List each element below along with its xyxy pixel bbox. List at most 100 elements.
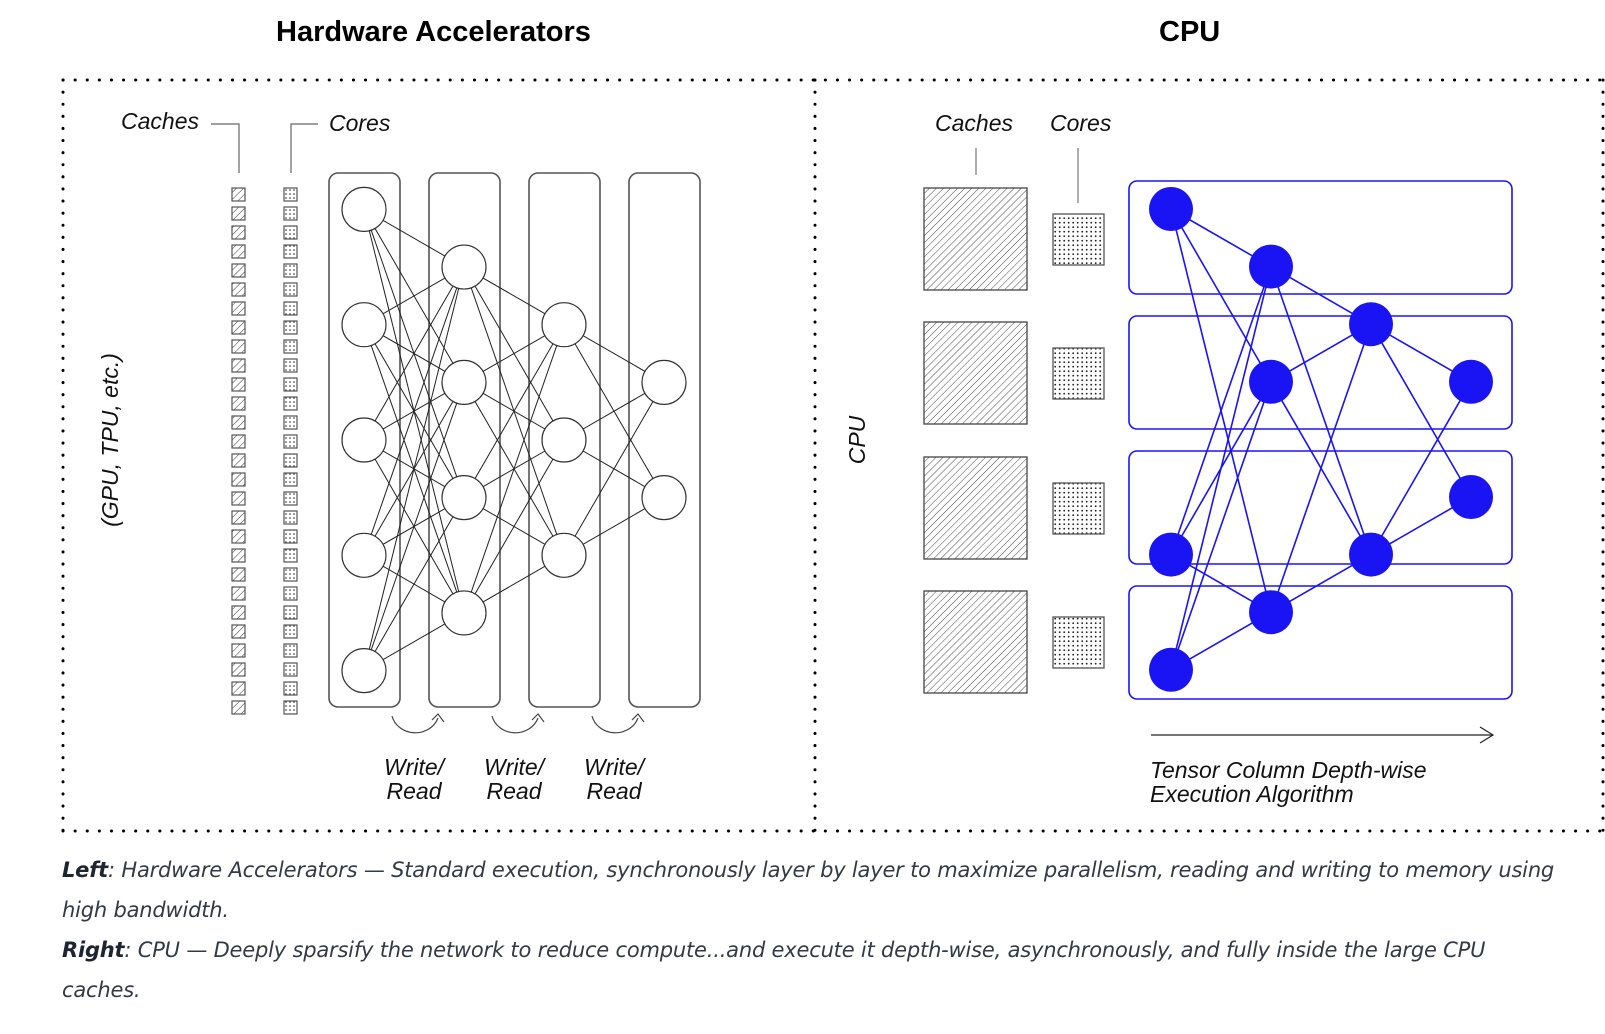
core-unit	[283, 396, 298, 411]
cache-block	[923, 321, 1028, 425]
cache-unit	[231, 681, 246, 696]
network-node	[341, 302, 387, 348]
cache-unit	[231, 244, 246, 259]
sparse-node	[1349, 302, 1393, 347]
caption-left: Left: Hardware Accelerators — Standard e…	[62, 850, 1562, 930]
core-unit	[283, 624, 298, 639]
core-unit	[283, 529, 298, 544]
sparse-node	[1149, 187, 1193, 231]
network-edge	[363, 266, 465, 671]
cache-unit	[231, 206, 246, 221]
cache-unit	[231, 510, 246, 525]
write-read-arrow-icon	[591, 715, 639, 734]
layer-columns	[328, 172, 701, 708]
cache-block	[923, 187, 1028, 291]
layer-column	[428, 172, 501, 708]
network-edge	[563, 382, 665, 556]
cache-unit	[231, 339, 246, 354]
core-unit	[283, 225, 298, 240]
network-node	[441, 590, 487, 636]
tensor-column-row	[1128, 450, 1513, 565]
core-unit	[283, 415, 298, 430]
algorithm-label-line2: Execution Algorithm	[1150, 781, 1354, 807]
core-unit	[283, 301, 298, 316]
sparse-edge	[1170, 381, 1272, 556]
core-unit	[283, 491, 298, 506]
cache-unit	[231, 282, 246, 297]
caches-leader-line	[211, 123, 240, 173]
left-caches-label: Caches	[121, 108, 199, 134]
network-node	[441, 244, 487, 290]
sparse-node	[1149, 532, 1193, 577]
sparse-node	[1349, 532, 1393, 577]
network-edge	[363, 497, 465, 671]
cache-unit	[231, 548, 246, 563]
core-unit	[283, 605, 298, 620]
cache-unit	[231, 301, 246, 316]
right-network-edges	[1170, 208, 1472, 671]
execution-diagram: (GPU, TPU, etc.) Caches Cores Write/Read…	[61, 78, 1605, 833]
core-unit	[283, 453, 298, 468]
core-unit	[283, 263, 298, 278]
sparse-edge	[1370, 323, 1472, 498]
cache-unit	[231, 605, 246, 620]
cache-unit	[231, 263, 246, 278]
core-unit	[283, 377, 298, 392]
execution-direction-arrow	[1151, 726, 1495, 744]
core-unit	[283, 434, 298, 449]
network-edge	[363, 266, 465, 441]
caption-right: Right: CPU — Deeply sparsify the network…	[62, 930, 1562, 1010]
right-caches-label: Caches	[935, 110, 1013, 136]
network-edge	[463, 324, 565, 614]
tensor-column-row	[1128, 180, 1513, 295]
layer-column	[328, 172, 401, 708]
sparse-edge	[1270, 266, 1372, 555]
cache-unit	[231, 624, 246, 639]
cache-block	[923, 590, 1028, 694]
tensor-column-rows	[1128, 180, 1513, 700]
cache-unit	[231, 396, 246, 411]
read-label: Read	[387, 778, 443, 804]
core-unit	[283, 586, 298, 601]
cache-unit	[231, 377, 246, 392]
core-unit	[283, 662, 298, 677]
left-network-nodes	[341, 186, 687, 694]
network-node	[341, 647, 387, 694]
cache-unit	[231, 472, 246, 487]
cache-unit	[231, 453, 246, 468]
core-unit	[283, 339, 298, 354]
cache-unit	[231, 662, 246, 677]
network-edge	[363, 382, 465, 671]
left-cores-label: Cores	[329, 110, 391, 136]
core-unit	[283, 320, 298, 335]
right-panel-title: CPU	[1159, 16, 1221, 48]
left-panel-title: Hardware Accelerators	[276, 16, 591, 48]
cache-block	[923, 456, 1028, 560]
sparse-node	[1249, 590, 1293, 635]
network-node	[541, 532, 587, 578]
cache-unit	[231, 225, 246, 240]
left-network-edges	[363, 208, 665, 672]
write-read-arrow-icon	[391, 715, 439, 734]
sparse-node	[1249, 244, 1293, 289]
network-node	[341, 417, 387, 463]
sparse-edge	[1170, 381, 1272, 671]
cache-unit	[231, 358, 246, 373]
network-node	[441, 475, 487, 521]
right-cores-label: Cores	[1050, 110, 1112, 136]
right-cache-blocks	[923, 187, 1105, 694]
tensor-column-row	[1128, 585, 1513, 700]
sparse-edge	[1270, 323, 1372, 613]
caption-left-text: : Hardware Accelerators — Standard execu…	[62, 858, 1555, 922]
core-unit	[283, 187, 298, 202]
network-node	[641, 359, 687, 405]
tensor-column-row	[1128, 315, 1513, 430]
cache-unit	[231, 529, 246, 544]
read-label: Read	[587, 778, 643, 804]
right-side-label: CPU	[844, 415, 870, 464]
write-label: Write/	[484, 754, 547, 780]
left-panel: (GPU, TPU, etc.) Caches Cores Write/Read…	[97, 108, 701, 804]
algorithm-label-line1: Tensor Column Depth-wise	[1150, 757, 1427, 783]
sparse-edge	[1370, 381, 1472, 556]
